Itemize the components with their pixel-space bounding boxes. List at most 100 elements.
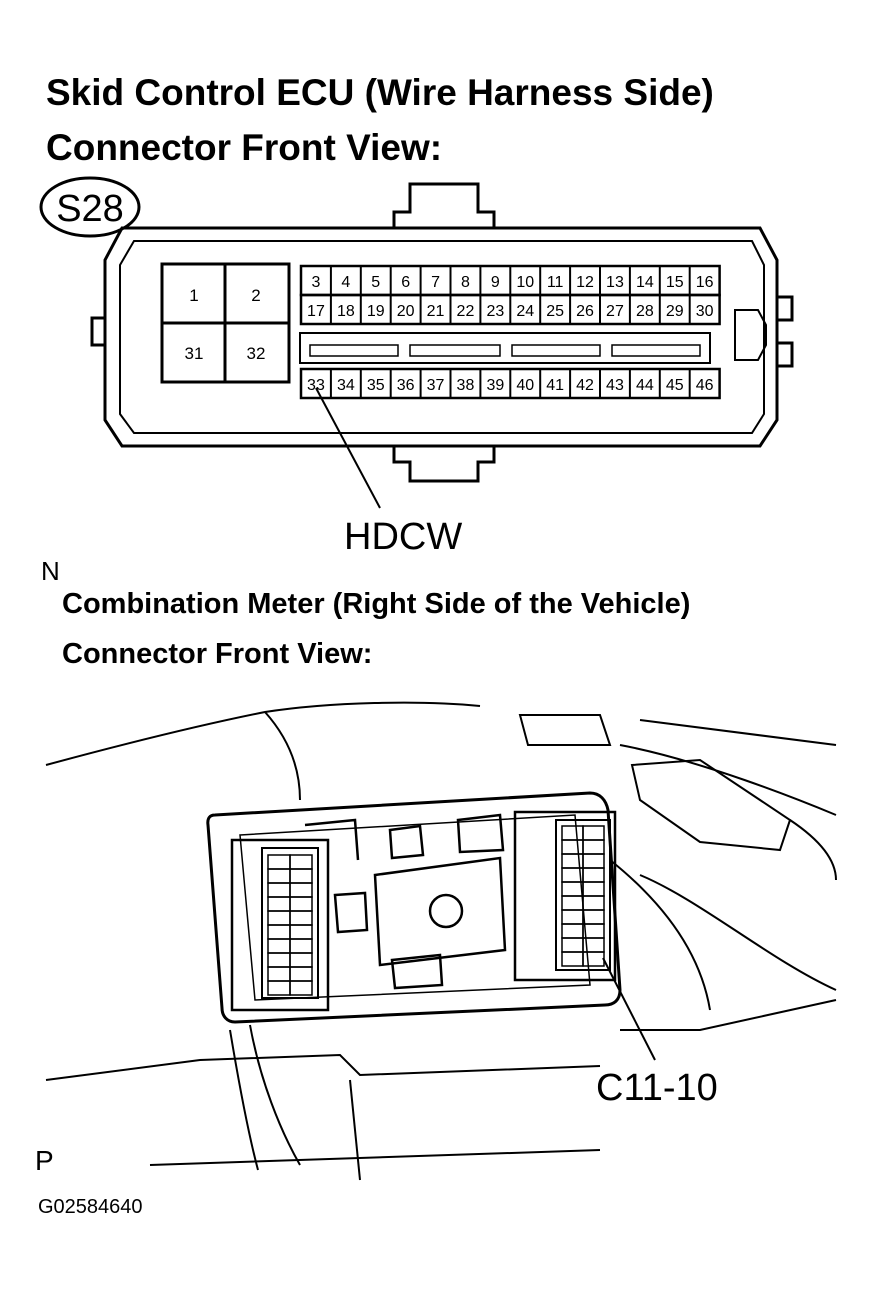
hdcw-callout-line: [315, 387, 381, 509]
pin-label: 18: [337, 303, 355, 320]
pin-label: 37: [427, 377, 445, 394]
pin-label: 15: [666, 274, 684, 291]
pin-label: 16: [696, 274, 714, 291]
connector-code-label: S28: [56, 188, 124, 230]
pin-label: 23: [486, 303, 504, 320]
pin-label: 36: [397, 377, 415, 394]
pin-label: 12: [576, 274, 594, 291]
connector-cell: [289, 868, 313, 884]
pin-label: 39: [486, 377, 504, 394]
connector-cell: [267, 854, 291, 870]
connector-cell: [289, 910, 313, 926]
ecu-diagram-subtitle: Connector Front View:: [46, 127, 443, 168]
pin-label: 35: [367, 377, 385, 394]
connector-cell: [582, 867, 605, 883]
connector-cell: [582, 951, 605, 967]
left-connector-cells: [267, 854, 313, 996]
meter-diagram-subtitle: Connector Front View:: [62, 638, 373, 670]
dashboard-outline: [45, 701, 837, 1181]
pin-label: 17: [307, 303, 325, 320]
c11-10-callout-label: C11-10: [596, 1067, 718, 1109]
pin-label: 24: [516, 303, 534, 320]
connector-cell: [561, 951, 584, 967]
pin-32-label: 32: [247, 344, 266, 363]
c11-10-callout-line: [602, 957, 656, 1061]
pin-label: 41: [546, 377, 564, 394]
connector-cell: [561, 839, 584, 855]
pin-2-label: 2: [251, 286, 260, 305]
ecu-connector-body: [90, 182, 794, 483]
connector-cell: [582, 853, 605, 869]
connector-cell: [561, 867, 584, 883]
connector-cell: [582, 881, 605, 897]
left-connector: [230, 838, 330, 1012]
section-letter-n: N: [41, 556, 60, 586]
center-bracket: [304, 813, 507, 990]
connector-cell: [289, 924, 313, 940]
pin-label: 26: [576, 303, 594, 320]
meter-diagram-title: Combination Meter (Right Side of the Veh…: [62, 588, 691, 620]
pin-label: 22: [457, 303, 475, 320]
hdcw-callout-label: HDCW: [344, 516, 462, 558]
connector-cell: [561, 923, 584, 939]
connector-cell: [561, 825, 584, 841]
pin-label: 34: [337, 377, 355, 394]
pin-label: 3: [311, 274, 320, 291]
pin-label: 4: [341, 274, 350, 291]
pin-label: 44: [636, 377, 654, 394]
pin-label: 25: [546, 303, 564, 320]
connector-cell: [267, 868, 291, 884]
pin-label: 33: [307, 377, 325, 394]
pin-label: 28: [636, 303, 654, 320]
connector-cell: [267, 896, 291, 912]
pin-label: 21: [427, 303, 445, 320]
connector-cell: [267, 924, 291, 940]
connector-cell: [582, 937, 605, 953]
right-connector-cells: [561, 825, 605, 967]
ecu-diagram-title: Skid Control ECU (Wire Harness Side): [46, 72, 714, 113]
connector-cell: [561, 853, 584, 869]
pin-label: 20: [397, 303, 415, 320]
pin-label: 43: [606, 377, 624, 394]
connector-cell: [582, 825, 605, 841]
pin-label: 13: [606, 274, 624, 291]
pin-label: 10: [516, 274, 534, 291]
connector-cell: [267, 938, 291, 954]
connector-cell: [289, 980, 313, 996]
pin-label: 5: [371, 274, 380, 291]
connector-cell: [289, 854, 313, 870]
pin-label: 40: [516, 377, 534, 394]
meter-housing: [206, 791, 622, 1024]
connector-cell: [561, 909, 584, 925]
pin-1-label: 1: [189, 286, 198, 305]
connector-cell: [267, 980, 291, 996]
connector-cell: [289, 896, 313, 912]
pin-label: 7: [431, 274, 440, 291]
pin-label: 19: [367, 303, 385, 320]
connector-cell: [267, 882, 291, 898]
connector-cell: [267, 910, 291, 926]
connector-cell: [289, 966, 313, 982]
pin-label: 14: [636, 274, 654, 291]
connector-cell: [289, 938, 313, 954]
pin-label: 9: [491, 274, 500, 291]
connector-cell: [267, 952, 291, 968]
pin-label: 8: [461, 274, 470, 291]
pin-label: 11: [547, 274, 564, 291]
pin-label: 6: [401, 274, 410, 291]
pin-label: 29: [666, 303, 684, 320]
pin-label: 46: [696, 377, 714, 394]
connector-cell: [289, 882, 313, 898]
pin-label: 27: [606, 303, 624, 320]
connector-code-badge: S28: [39, 176, 141, 238]
connector-cell: [267, 966, 291, 982]
pin-label: 38: [457, 377, 475, 394]
connector-cell: [561, 881, 584, 897]
pin-label: 30: [696, 303, 714, 320]
right-connector: [513, 810, 617, 982]
connector-cell: [582, 923, 605, 939]
figure-id: G02584640: [38, 1196, 143, 1218]
section-letter-p: P: [35, 1145, 54, 1176]
